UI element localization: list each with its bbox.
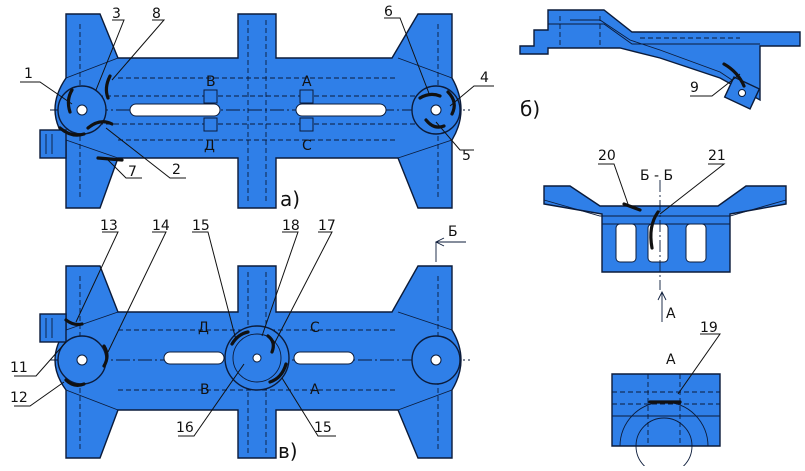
- callout: 8: [152, 6, 161, 22]
- detail-title: А: [666, 352, 676, 368]
- view-b-body: [519, 9, 801, 102]
- callout: 19: [700, 320, 718, 336]
- crack: [722, 62, 746, 88]
- detail-a-body: [611, 373, 721, 447]
- crack: [230, 330, 250, 346]
- crack: [424, 118, 446, 129]
- section-bb-cell: [685, 223, 707, 263]
- detail-a: А 19: [611, 320, 721, 471]
- crack: [86, 120, 114, 130]
- view-b-hole: [738, 89, 746, 97]
- crack: [266, 334, 275, 354]
- callout: 4: [480, 70, 489, 86]
- view-a-slot-left: [129, 103, 221, 117]
- crack: [622, 202, 642, 212]
- callout: 16: [176, 420, 194, 436]
- crack: [64, 318, 84, 327]
- view-caption: а): [280, 187, 300, 211]
- crack: [649, 210, 660, 250]
- crack: [64, 378, 86, 387]
- crack: [96, 156, 124, 162]
- section-mark: Б: [448, 224, 458, 240]
- view-caption: б): [520, 97, 540, 121]
- callout: 12: [10, 390, 28, 406]
- view-caption: в): [278, 439, 298, 463]
- callout: 15: [192, 218, 210, 234]
- view-mark: А: [666, 306, 676, 322]
- view-a-right-hole: [430, 104, 442, 116]
- crack: [104, 74, 112, 100]
- callout: 9: [690, 80, 699, 96]
- callout: 7: [128, 164, 137, 180]
- section-bb-cell: [647, 223, 669, 263]
- view-v: Д С В А в) 11 12 13 14 15 15 16 17 18 Б: [10, 218, 470, 463]
- view-v-slot-left: [163, 351, 225, 365]
- view-b: 9 б): [519, 9, 801, 121]
- callout: 17: [318, 218, 336, 234]
- callout: 2: [172, 162, 181, 178]
- view-a-pad: [203, 89, 218, 104]
- view-v-right-hole: [430, 354, 442, 366]
- section-bb-cell: [615, 223, 637, 263]
- callout: 18: [282, 218, 300, 234]
- callout: 21: [708, 148, 726, 164]
- crack: [66, 88, 74, 114]
- view-v-slot-right: [293, 351, 355, 365]
- callout: 6: [384, 4, 393, 20]
- view-a-pad: [203, 117, 218, 132]
- zone-label: Д: [204, 138, 215, 154]
- view-a-left-hole: [76, 104, 88, 116]
- view-v-bracket: [39, 313, 67, 343]
- callout: 20: [598, 148, 616, 164]
- callout: 14: [152, 218, 170, 234]
- callout: 5: [462, 148, 471, 164]
- callout: 15: [314, 420, 332, 436]
- zone-label: Д: [198, 320, 209, 336]
- zone-label: А: [302, 74, 312, 90]
- view-a-bracket: [39, 129, 67, 159]
- view-a: В А Д С а) 1 2 3 4 5 6 7 8: [20, 4, 494, 211]
- zone-label: В: [200, 382, 210, 398]
- zone-label: С: [302, 138, 312, 154]
- callout: 13: [100, 218, 118, 234]
- zone-label: А: [310, 382, 320, 398]
- crack: [102, 344, 109, 368]
- zone-label: С: [310, 320, 320, 336]
- section-title: Б - Б: [640, 168, 673, 184]
- zone-label: В: [206, 74, 216, 90]
- view-a-pad: [299, 89, 314, 104]
- crack: [418, 92, 442, 100]
- crack: [58, 126, 86, 137]
- view-a-slot-right: [295, 103, 387, 117]
- view-v-left-hole: [76, 354, 88, 366]
- view-v-center-hole: [252, 353, 262, 363]
- view-a-pad: [299, 117, 314, 132]
- callout: 11: [10, 360, 28, 376]
- view-a-body: [54, 13, 462, 209]
- section-bb: Б - Б 20 21 А: [543, 148, 787, 322]
- crack: [268, 362, 288, 384]
- callout: 1: [24, 66, 33, 82]
- callout: 3: [112, 6, 121, 22]
